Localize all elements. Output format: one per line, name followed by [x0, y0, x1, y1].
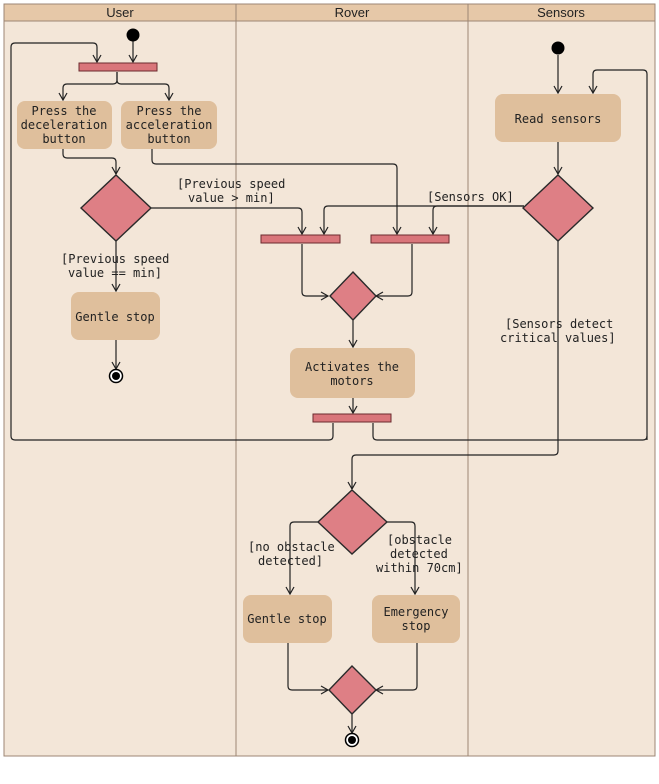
action-label-line: motors [330, 374, 373, 388]
action-label-line: Emergency [383, 605, 448, 619]
guard-previous-speed-gt-min: [Previous speed value > min] [177, 177, 285, 205]
guard-label-line: detected [390, 547, 448, 561]
guard-label-line: [obstacle [387, 533, 452, 547]
end-node-rover [344, 732, 360, 748]
guard-no-obstacle: [no obstacle detected] [248, 540, 335, 568]
action-label-line: stop [402, 619, 431, 633]
guard-obstacle-70cm: [obstacle detected within 70cm] [376, 533, 463, 575]
action-label-line: button [42, 132, 85, 146]
guard-label-line: within 70cm] [376, 561, 463, 575]
action-emergency-stop: Emergency stop [372, 595, 460, 643]
guard-label-line: critical values] [500, 331, 616, 345]
action-read-sensors: Read sensors [495, 94, 621, 142]
join-bar-left [260, 234, 341, 244]
action-gentle-stop-user: Gentle stop [71, 292, 160, 340]
action-press-deceleration: Press the deceleration button [17, 101, 112, 149]
action-label-line: Read sensors [515, 112, 602, 126]
decision-speed [79, 174, 153, 242]
action-label-line: Press the [31, 104, 96, 118]
guard-label-line: [Sensors OK] [427, 190, 514, 204]
guard-label-line: detected] [258, 554, 323, 568]
fork-bar-user [78, 62, 158, 72]
action-label-line: deceleration [21, 118, 108, 132]
action-label-line: Press the [136, 104, 201, 118]
lane-user-title: User [106, 5, 134, 20]
lane-sensors-title: Sensors [537, 5, 585, 20]
action-press-acceleration: Press the acceleration button [121, 101, 217, 149]
guard-previous-speed-eq-min: [Previous speed value == min] [61, 252, 169, 280]
flow-lines [10, 41, 648, 735]
merge-diamond-rover [329, 270, 377, 322]
start-node-sensors [551, 41, 565, 55]
action-activates-motors: Activates the motors [290, 348, 415, 398]
action-label-line: acceleration [126, 118, 213, 132]
lane-rover-title: Rover [335, 5, 370, 20]
guard-sensors-ok: [Sensors OK] [427, 190, 514, 204]
guard-label-line: [Previous speed [61, 252, 169, 266]
join-bar-right [370, 234, 450, 244]
decision-sensors [521, 174, 595, 242]
decision-obstacle [316, 489, 389, 555]
guard-label-line: value > min] [188, 191, 275, 205]
start-node-user [126, 28, 140, 42]
action-gentle-stop-rover: Gentle stop [243, 595, 332, 643]
action-label-line: Gentle stop [247, 612, 326, 626]
guard-label-line: [no obstacle [248, 540, 335, 554]
action-label-line: button [147, 132, 190, 146]
action-label-line: Activates the [305, 360, 399, 374]
guard-label-line: [Previous speed [177, 177, 285, 191]
action-label-line: Gentle stop [75, 310, 154, 324]
merge-diamond-stop [328, 664, 377, 716]
guard-label-line: [Sensors detect [505, 317, 613, 331]
guard-sensors-critical: [Sensors detect critical values] [500, 317, 616, 345]
lane-sensors-header [467, 3, 656, 22]
fork-bar-motors [312, 413, 392, 423]
end-node-user [108, 368, 124, 384]
guard-label-line: value == min] [68, 266, 162, 280]
